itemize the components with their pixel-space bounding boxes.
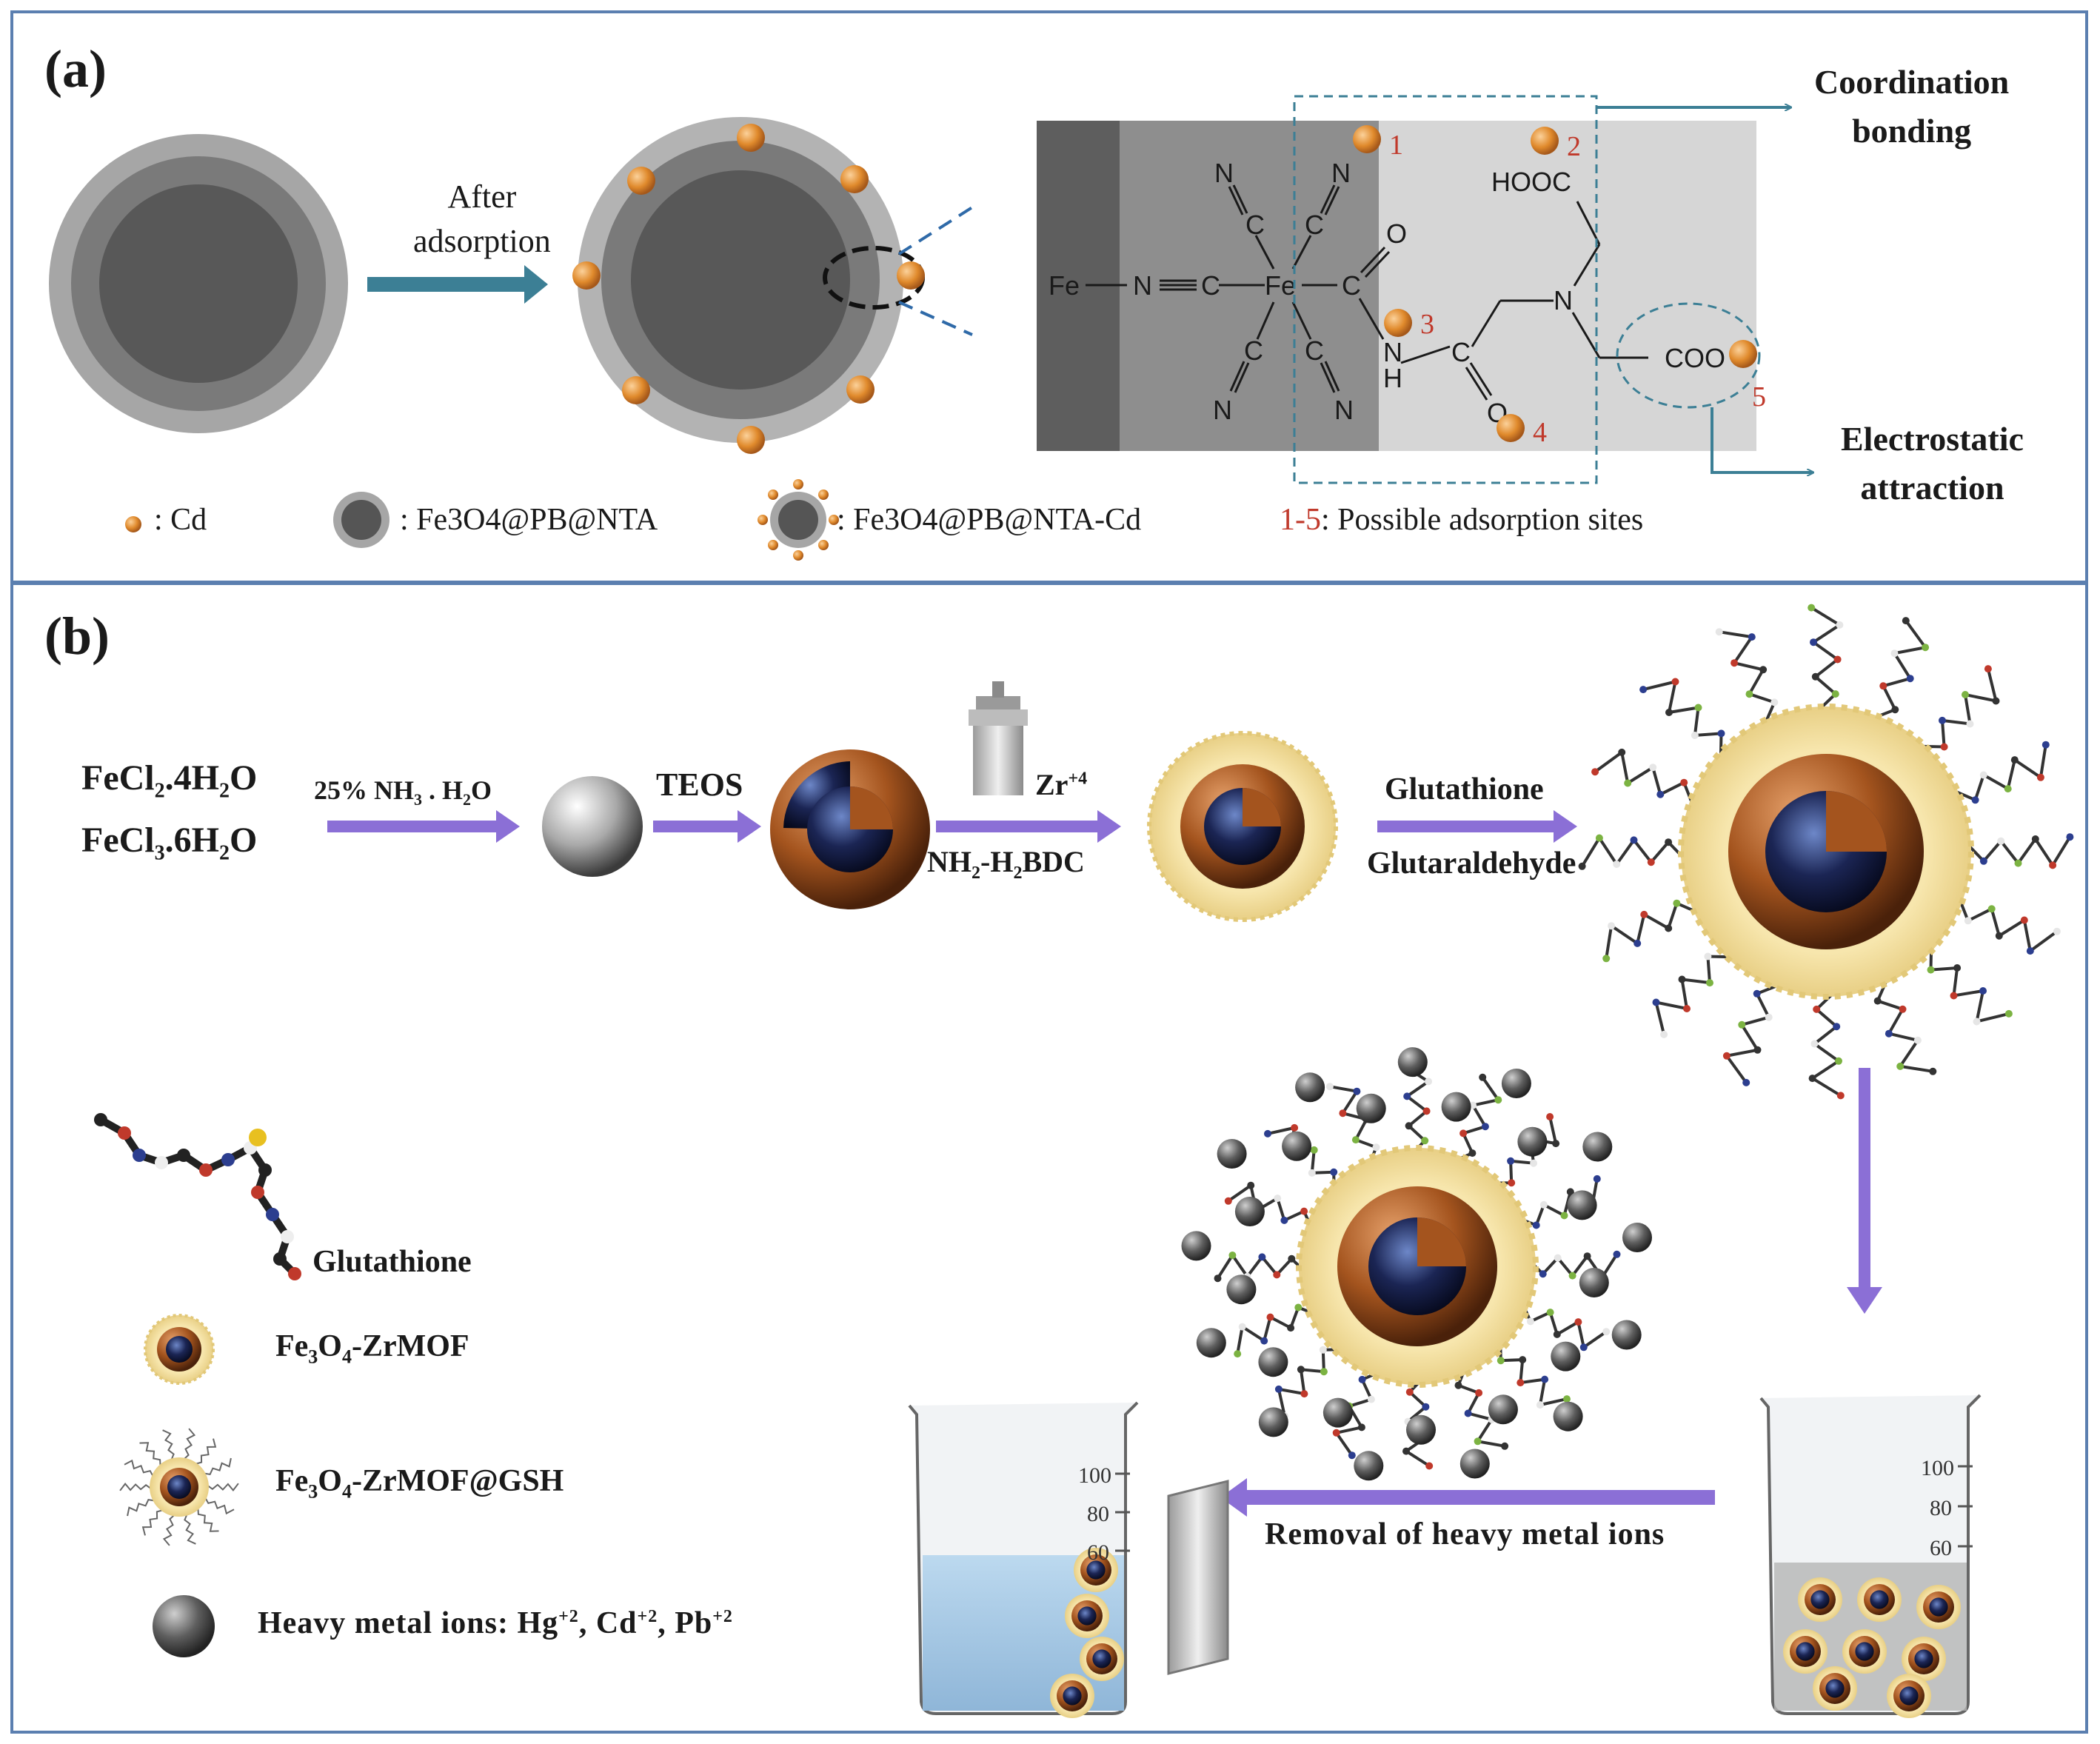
- legend-zrmof-icon: [144, 1314, 215, 1385]
- legend-np-icon: [333, 492, 389, 548]
- ntapb-structure: [1086, 184, 1648, 401]
- atom-n-ul: N: [1214, 158, 1234, 188]
- legend-cd-label: : Cd: [154, 503, 207, 537]
- atom-n-left: N: [1133, 270, 1152, 301]
- group-coo: COO: [1665, 343, 1725, 373]
- legend-sites-num: 1-5: [1280, 503, 1321, 537]
- cd-ions-on-particle: [572, 124, 925, 454]
- atom-n-ur: N: [1331, 158, 1351, 188]
- arrow-step4: [1377, 810, 1577, 843]
- nanoparticle-bare: [49, 134, 348, 433]
- attraction-text: attraction: [1860, 469, 2004, 507]
- atom-fe-center: Fe: [1265, 270, 1296, 301]
- arrow-left: [1220, 1478, 1715, 1517]
- step3-bottom-label: NH2-H2BDC: [927, 845, 1085, 883]
- site-4: 4: [1533, 417, 1547, 448]
- atom-c-carbonyl: C: [1342, 270, 1361, 301]
- autoclave-icon: [969, 681, 1028, 795]
- beaker-r-tick-60: 60: [1930, 1536, 1952, 1560]
- precursors: FeCl2.4H2O FeCl3.6H2O: [81, 754, 257, 878]
- panel-a: (a): [10, 10, 2088, 584]
- step3-top-label: Zr+4: [1035, 768, 1088, 801]
- fe3o4-sphere: [542, 776, 643, 877]
- step1-label: 25% NH3 . H2O: [314, 775, 492, 809]
- adsorption-arrow: [367, 265, 548, 304]
- group-hooc: HOOC: [1491, 167, 1571, 197]
- magnet-icon: [1167, 1480, 1229, 1675]
- step2-label: TEOS: [656, 766, 743, 803]
- legend-sites-text: : Possible adsorption sites: [1321, 503, 1644, 537]
- panel-b: (b): [10, 582, 2088, 1734]
- beaker-r-tick-80: 80: [1930, 1496, 1952, 1520]
- adsorption-text: adsorption: [413, 223, 551, 259]
- step4-top-label: Glutathione: [1385, 772, 1544, 806]
- legend-np-label: : Fe3O4@PB@NTA: [400, 503, 658, 537]
- atom-c-ur: C: [1305, 210, 1324, 240]
- synthesis-arrows: [327, 810, 1882, 1517]
- legend-heavy-label: Heavy metal ions: Hg+2, Cd+2, Pb+2: [258, 1606, 733, 1640]
- arrow-step2: [653, 810, 761, 843]
- metal-loaded-particle: [1181, 1047, 1652, 1481]
- atom-n-amide: N: [1383, 337, 1402, 367]
- coordination-bonding-label: Coordination bonding: [1814, 58, 2009, 156]
- after-text: After: [447, 178, 517, 215]
- legend-np-cd-label: : Fe3O4@PB@NTA-Cd: [837, 503, 1142, 537]
- nanoparticle-adsorbed: [578, 117, 974, 443]
- atom-c-left: C: [1201, 270, 1220, 301]
- sio2-core-shell: [770, 749, 930, 909]
- legend-cd-icon: [125, 516, 141, 532]
- legend-zrmof-gsh-label: Fe3O4-ZrMOF@GSH: [275, 1464, 564, 1503]
- step4-bottom-label: Glutaraldehyde: [1367, 846, 1576, 881]
- beaker-tick-60: 60: [1087, 1540, 1109, 1565]
- atom-c-amide: C: [1451, 337, 1471, 367]
- zrmof-particle: [1147, 731, 1338, 922]
- legend-np-cd-icon: [758, 479, 839, 561]
- atom-fe-left: Fe: [1049, 270, 1080, 301]
- site-3: 3: [1420, 309, 1434, 340]
- panel-a-figure: Fe N C Fe C O C N C N C N C N N H C O N …: [49, 95, 2085, 561]
- electrostatic-ellipse: [1616, 302, 1761, 409]
- beaker-tick-80: 80: [1087, 1502, 1109, 1526]
- beaker-right: [1759, 1394, 1982, 1718]
- atom-h-amide: H: [1383, 363, 1402, 393]
- panel-b-figure: 100 80 60 100 80 60: [94, 604, 2074, 1718]
- site-5: 5: [1752, 381, 1766, 412]
- site-1: 1: [1389, 130, 1403, 161]
- bonding-text: bonding: [1852, 112, 1972, 150]
- beaker-left: [908, 1401, 1229, 1718]
- electrostatic-attraction-label: Electrostatic attraction: [1841, 415, 2024, 512]
- beaker-r-tick-100: 100: [1921, 1456, 1954, 1480]
- gsh-particle-large: [1578, 604, 2074, 1100]
- legend-zrmof-gsh-icon: [119, 1428, 239, 1546]
- legend-glutathione-icon: [94, 1113, 301, 1280]
- arrow-down: [1847, 1068, 1882, 1314]
- panel-a-label: (a): [44, 39, 107, 98]
- atom-n-dl: N: [1213, 395, 1232, 425]
- atom-c-dl: C: [1244, 335, 1263, 366]
- atom-c-ul: C: [1245, 210, 1265, 240]
- legend-glutathione-label: Glutathione: [312, 1245, 472, 1279]
- precursor-2: FeCl3.6H2O: [81, 820, 258, 865]
- after-adsorption-label: After adsorption: [413, 175, 551, 264]
- coordination-text: Coordination: [1814, 63, 2010, 101]
- cd-site-balls: [1353, 125, 1757, 442]
- site-2: 2: [1567, 131, 1581, 162]
- arrow-step3: [936, 810, 1121, 843]
- removal-label: Removal of heavy metal ions: [1265, 1517, 1665, 1551]
- site-numbers: 1 2 3 4 5: [1389, 130, 1766, 448]
- atom-n-amine: N: [1554, 285, 1573, 315]
- beaker-tick-100: 100: [1078, 1463, 1111, 1488]
- coordination-box: [1293, 95, 1598, 484]
- legend-zrmof-label: Fe3O4-ZrMOF: [275, 1329, 469, 1368]
- panel-b-label: (b): [44, 607, 110, 666]
- electrostatic-arrow: [1711, 407, 1813, 472]
- electrostatic-text: Electrostatic: [1841, 420, 2024, 458]
- legend-heavy-metal-icon: [153, 1595, 215, 1657]
- precursor-1: FeCl2.4H2O: [81, 758, 258, 803]
- atom-n-dr: N: [1334, 395, 1354, 425]
- legend-sites: 1-5: Possible adsorption sites: [1280, 502, 1643, 538]
- atom-o-top: O: [1386, 218, 1407, 249]
- atom-c-dr: C: [1305, 335, 1324, 366]
- arrow-step1: [327, 810, 520, 843]
